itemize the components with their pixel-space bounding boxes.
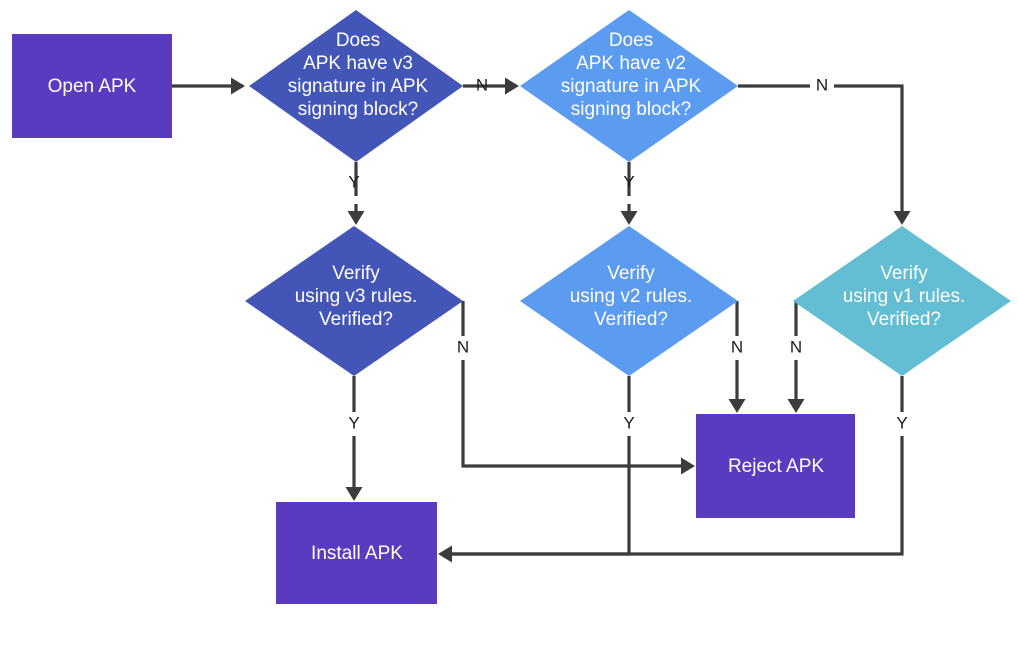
node-has-v2-signature[interactable]: Does APK have v2 signature in APK signin… [520, 10, 738, 162]
reject-apk-label: Reject APK [728, 456, 824, 477]
open-apk-rect [12, 34, 172, 138]
edge-label-v3-yes: Y [348, 172, 359, 191]
edge-label-v3-no: N [476, 75, 488, 94]
arrow-v3-yes [347, 211, 365, 225]
has-v2-label-line-2: APK have v2 [576, 53, 686, 74]
node-verify-v3[interactable]: Verify using v3 rules. Verified? [245, 226, 463, 376]
node-verify-v2[interactable]: Verify using v2 rules. Verified? [520, 226, 738, 376]
verify-v3-label-line-2: using v3 rules. [295, 286, 418, 307]
edge-verify-v3-no-to-reject [461, 301, 688, 468]
verify-v2-label-line-2: using v2 rules. [570, 286, 693, 307]
has-v3-label-line-1: Does [336, 30, 380, 51]
has-v3-label-line-3: signature in APK [288, 76, 429, 97]
node-layer: Open APK Does APK have v3 signature in A… [12, 10, 1011, 604]
install-apk-label: Install APK [311, 543, 403, 564]
verify-v3-diamond [245, 226, 463, 376]
arrow-v2-yes [620, 211, 638, 225]
verify-v1-label-line-1: Verify [880, 263, 928, 284]
edge-label-verify-v3-yes: Y [348, 413, 359, 432]
verify-v1-label-line-3: Verified? [867, 309, 941, 330]
node-install-apk[interactable]: Install APK [276, 502, 437, 604]
verify-v2-label-line-1: Verify [607, 263, 655, 284]
edge-label-verify-v3-no: N [457, 337, 469, 356]
has-v2-diamond [520, 10, 738, 162]
reject-apk-rect [696, 414, 855, 518]
arrow-v3y-install [345, 487, 363, 501]
edge-label-verify-v2-yes: Y [623, 413, 634, 432]
has-v2-label-line-3: signature in APK [561, 76, 702, 97]
verify-v2-label-line-3: Verified? [594, 309, 668, 330]
verify-v3-label-line-1: Verify [332, 263, 380, 284]
arrow-v3n-reject [681, 457, 695, 475]
has-v3-diamond [249, 10, 463, 162]
has-v3-label-line-4: signing block? [298, 99, 418, 120]
verify-v2-diamond [520, 226, 738, 376]
edge-verify-v1-yes-to-install [445, 376, 904, 556]
has-v2-label-line-1: Does [609, 30, 653, 51]
arrow-v1n-reject [787, 399, 805, 413]
open-apk-label: Open APK [48, 76, 137, 97]
verify-v1-diamond [793, 226, 1011, 376]
arrow-v3-no-to-v2 [505, 77, 519, 95]
edge-layer [172, 84, 904, 556]
arrowhead-layer [231, 77, 911, 563]
node-has-v3-signature[interactable]: Does APK have v3 signature in APK signin… [249, 10, 463, 162]
arrow-install-left [438, 545, 452, 563]
edge-label-verify-v1-no: N [790, 337, 802, 356]
edge-label-verify-v1-yes: Y [896, 413, 907, 432]
edge-label-verify-v2-no: N [731, 337, 743, 356]
arrow-v2n-reject [728, 399, 746, 413]
has-v3-label-line-2: APK have v3 [303, 53, 413, 74]
verify-v3-label-line-3: Verified? [319, 309, 393, 330]
edge-label-layer: N Y N Y N Y N Y N Y [348, 75, 907, 432]
edge-label-v2-no: N [816, 75, 828, 94]
install-apk-rect [276, 502, 437, 604]
arrow-open-to-v3 [231, 77, 245, 95]
edge-has-v2-no-to-verify-v1 [738, 84, 904, 218]
has-v2-label-line-4: signing block? [571, 99, 691, 120]
node-open-apk[interactable]: Open APK [12, 34, 172, 138]
node-verify-v1[interactable]: Verify using v1 rules. Verified? [793, 226, 1011, 376]
edge-label-v2-yes: Y [623, 172, 634, 191]
node-reject-apk[interactable]: Reject APK [696, 414, 855, 518]
arrow-v2-no-to-v1 [893, 211, 911, 225]
verify-v1-label-line-2: using v1 rules. [843, 286, 966, 307]
